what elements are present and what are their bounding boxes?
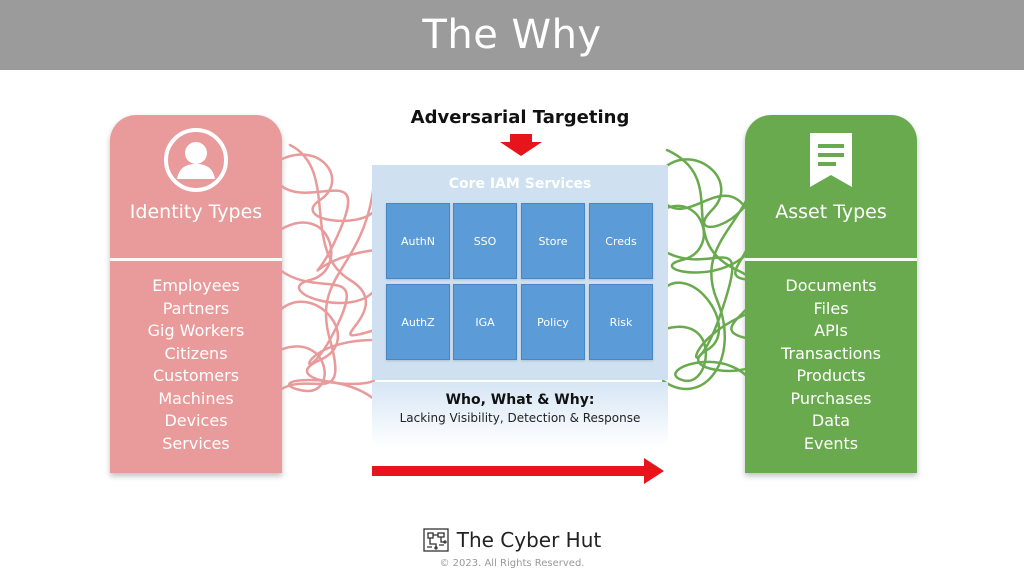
right-arrow-icon — [372, 458, 664, 484]
asset-types-panel: Asset Types Documents Files APIs Transac… — [745, 115, 917, 473]
copyright-text: © 2023. All Rights Reserved. — [439, 558, 585, 569]
circuit-board-icon — [423, 528, 449, 552]
asset-divider — [745, 258, 917, 261]
service-policy: Policy — [521, 284, 585, 360]
service-authn: AuthN — [386, 203, 450, 279]
identity-item: Services — [162, 433, 230, 453]
asset-item: Documents — [785, 276, 877, 295]
user-icon — [163, 127, 229, 197]
asset-list: Documents Files APIs Transactions Produc… — [745, 275, 917, 455]
identity-divider — [110, 258, 282, 261]
asset-item: Transactions — [781, 343, 881, 363]
asset-item: Purchases — [790, 388, 872, 408]
identity-item: Devices — [164, 411, 228, 430]
page-title: The Why — [422, 12, 602, 58]
identity-item: Machines — [158, 388, 234, 408]
service-risk: Risk — [589, 284, 653, 360]
identity-item: Customers — [152, 366, 240, 385]
asset-connector-tangle — [662, 148, 757, 392]
identity-item: Gig Workers — [147, 321, 245, 340]
core-iam-services-box: Core IAM Services AuthN SSO Store Creds … — [372, 165, 668, 380]
document-icon — [806, 131, 856, 193]
service-sso: SSO — [453, 203, 517, 279]
core-iam-title: Core IAM Services — [448, 176, 592, 192]
identity-item: Employees — [152, 276, 240, 295]
asset-item: Files — [813, 298, 849, 318]
service-store: Store — [521, 203, 585, 279]
who-what-why-title: Who, What & Why: — [445, 392, 595, 408]
asset-item: Data — [811, 411, 851, 430]
service-authz: AuthZ — [386, 284, 450, 360]
asset-types-title: Asset Types — [775, 201, 887, 223]
identity-item: Partners — [162, 298, 230, 318]
identity-item: Citizens — [164, 343, 228, 363]
asset-item: APIs — [814, 321, 848, 340]
brand-name: The Cyber Hut — [456, 528, 602, 552]
adversarial-targeting-label: Adversarial Targeting — [410, 107, 630, 128]
brand: The Cyber Hut — [0, 528, 1024, 552]
identity-types-panel: Identity Types Employees Partners Gig Wo… — [110, 115, 282, 473]
identity-types-title: Identity Types — [129, 201, 263, 223]
service-creds: Creds — [589, 203, 653, 279]
who-what-why-subtitle: Lacking Visibility, Detection & Response — [399, 411, 641, 425]
down-arrow-icon — [500, 134, 542, 156]
asset-item: Products — [796, 366, 866, 385]
title-bar: The Why — [0, 0, 1024, 70]
identity-connector-tangle — [280, 143, 375, 402]
asset-item: Events — [803, 433, 859, 453]
who-what-why-box: Who, What & Why: Lacking Visibility, Det… — [372, 382, 668, 447]
identity-list: Employees Partners Gig Workers Citizens … — [110, 275, 282, 455]
service-iga: IGA — [453, 284, 517, 360]
